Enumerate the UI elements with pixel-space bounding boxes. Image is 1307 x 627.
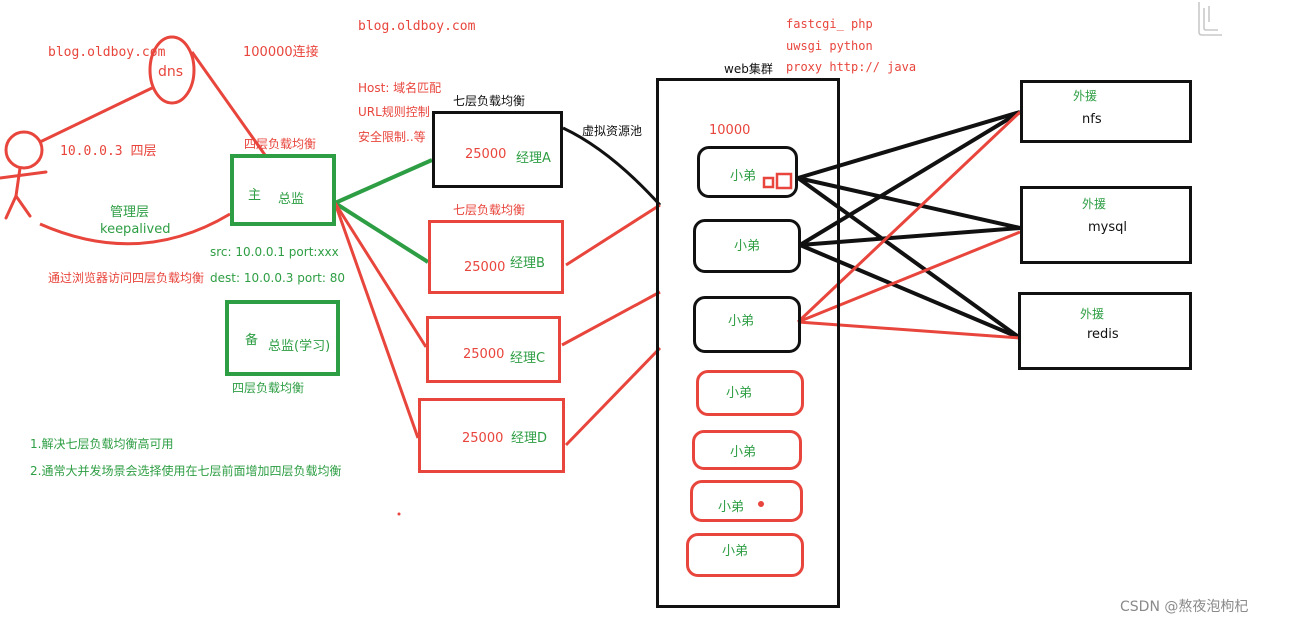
worker-4-label: 小弟: [726, 386, 753, 401]
client-ip-label: 10.0.0.3 四层: [60, 144, 157, 159]
manager-d-name: 经理D: [511, 431, 548, 446]
l4-backup-box: [225, 300, 340, 376]
manager-b-web-line: [565, 203, 661, 267]
dns-ellipse: [148, 35, 196, 105]
dns-domain-label: blog.oldboy.com: [48, 45, 166, 60]
master-manager-b-line: [333, 201, 430, 264]
stray-dot: [397, 512, 401, 516]
manager-d-web-line: [564, 346, 662, 447]
security-label: 安全限制..等: [358, 130, 426, 144]
backend-nfs-name: nfs: [1082, 112, 1102, 127]
l4-src-label: src: 10.0.0.1 port:xxx: [210, 245, 339, 259]
manager-a-web-line: [562, 126, 662, 207]
top-domain-label: blog.oldboy.com: [358, 19, 476, 34]
l4-backup-main: 备: [245, 333, 259, 348]
manager-d-box: [418, 398, 565, 473]
user-dns-line: [39, 86, 153, 144]
master-manager-a-line: [334, 158, 433, 205]
manager-b-conn: 25000: [464, 260, 506, 275]
l4-title: 四层负载均衡: [244, 137, 317, 151]
worker-3-label: 小弟: [728, 314, 755, 329]
backend-nfs-tag: 外援: [1073, 89, 1098, 103]
manager-b-box: [428, 220, 564, 294]
l4-master-box: [230, 154, 336, 226]
master-manager-d-line: [333, 202, 420, 439]
proxy-label: proxy http:// java: [786, 60, 917, 74]
connections-label: 100000连接: [243, 45, 319, 60]
mgmt-label: 管理层: [110, 205, 150, 220]
worker-5: [692, 430, 802, 470]
virtual-pool-label: 虚拟资源池: [582, 124, 643, 138]
dns-label: dns: [158, 64, 184, 80]
l4-backup-title: 四层负载均衡: [232, 381, 305, 395]
worker-2: [693, 219, 801, 273]
l4-master-main: 主: [248, 188, 262, 203]
worker-5-label: 小弟: [730, 445, 757, 460]
web-cluster-box: [656, 78, 840, 608]
keepalived-label: keepalived: [100, 222, 171, 237]
uwsgi-label: uwsgi python: [786, 39, 873, 53]
user-master-curve: [39, 212, 231, 246]
worker-backend-red-lines: [796, 110, 1022, 340]
worker-3: [693, 296, 801, 353]
worker-marker-large: [775, 172, 793, 190]
worker-marker-small: [762, 176, 775, 189]
manager-d-conn: 25000: [462, 431, 504, 446]
worker-1: [697, 146, 798, 198]
worker-1-label: 小弟: [730, 169, 757, 184]
backend-mysql-box: [1020, 186, 1192, 264]
manager-c-web-line: [561, 290, 661, 347]
note-line-1: 1.解决七层负载均衡高可用: [30, 437, 174, 451]
l4-master-role: 总监: [278, 192, 305, 207]
manager-c-box: [426, 316, 561, 383]
fastcgi-label: fastcgi_ php: [786, 17, 873, 31]
note-line-2: 2.通常大并发场景会选择使用在七层前面增加四层负载均衡: [30, 464, 342, 478]
manager-a-box: [432, 111, 563, 188]
backend-redis-box: [1018, 292, 1192, 370]
dns-master-line: [190, 51, 267, 156]
clipboard-icon: [1196, 2, 1224, 36]
backend-redis-name: redis: [1087, 327, 1119, 342]
manager-a-name: 经理A: [516, 151, 551, 166]
user-icon: [0, 130, 48, 220]
manager-a-conn: 25000: [465, 147, 507, 162]
host-match-label: Host: 域名匹配: [358, 81, 442, 95]
manager-b-name: 经理B: [510, 256, 545, 271]
web-cluster-count: 10000: [709, 123, 751, 138]
manager-c-conn: 25000: [463, 347, 505, 362]
worker-7-label: 小弟: [722, 544, 749, 559]
web-cluster-title: web集群: [724, 62, 773, 76]
worker-dot: [758, 501, 764, 507]
worker-backend-black-lines: [796, 110, 1022, 340]
seven-layer-lb-title-b: 七层负载均衡: [453, 203, 526, 217]
watermark: CSDN @熬夜泡枸杞: [1120, 599, 1249, 615]
backend-mysql-name: mysql: [1088, 220, 1127, 235]
seven-layer-lb-title-a: 七层负载均衡: [453, 94, 526, 108]
backend-nfs-box: [1020, 80, 1192, 143]
url-rule-label: URL规则控制: [358, 105, 430, 119]
worker-6: [690, 480, 803, 522]
worker-2-label: 小弟: [734, 239, 761, 254]
worker-6-label: 小弟: [718, 500, 745, 515]
backend-mysql-tag: 外援: [1082, 197, 1107, 211]
l4-dest-label: dest: 10.0.0.3 port: 80: [210, 271, 345, 285]
l4-backup-role: 总监(学习): [268, 339, 331, 354]
worker-4: [696, 370, 804, 416]
browser-note: 通过浏览器访问四层负载均衡: [48, 271, 205, 285]
backend-redis-tag: 外援: [1080, 307, 1105, 321]
manager-c-name: 经理C: [510, 351, 546, 366]
worker-7: [686, 533, 804, 577]
master-manager-c-line: [333, 202, 428, 348]
